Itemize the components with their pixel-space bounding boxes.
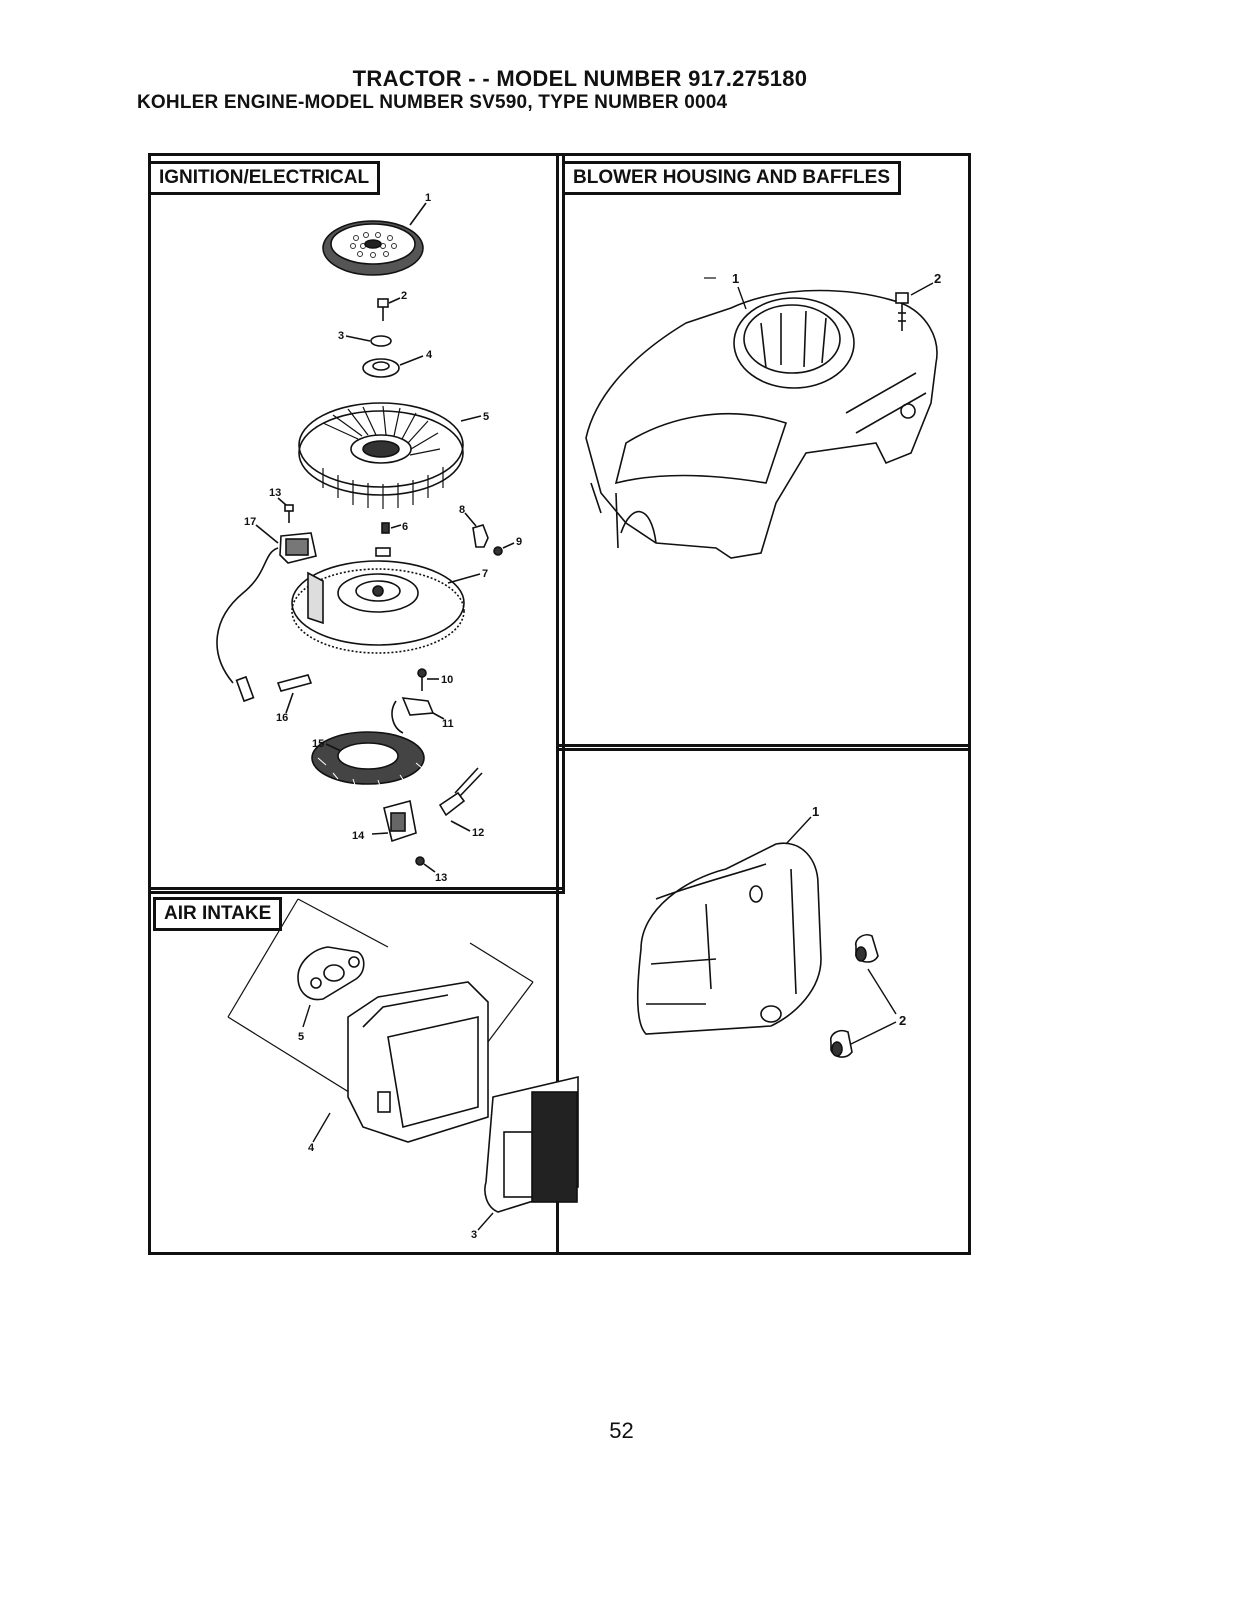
- air-filter-base-part: [348, 982, 488, 1142]
- callout-3: 3: [338, 330, 344, 342]
- air-intake-diagram: 5 4 3: [148, 887, 578, 1249]
- blower-callout-1: 1: [732, 271, 739, 286]
- callout-13b: 13: [435, 872, 447, 884]
- blower-housing-diagram: 1 2: [556, 153, 965, 745]
- document-subtitle: KOHLER ENGINE-MODEL NUMBER SV590, TYPE N…: [137, 92, 727, 114]
- stator-part: [312, 732, 424, 786]
- callout-16: 16: [276, 712, 288, 724]
- grass-screen-part: [323, 221, 423, 275]
- callout-12: 12: [472, 827, 484, 839]
- cover-callout-2: 2: [899, 1013, 906, 1028]
- spark-plug-part: [237, 675, 311, 713]
- callout-6: 6: [402, 521, 408, 533]
- callout-8: 8: [459, 504, 465, 516]
- valve-cover-diagram: 1 2: [556, 744, 965, 1249]
- intake-callout-4: 4: [308, 1142, 315, 1154]
- blower-callout-2: 2: [934, 271, 941, 286]
- cooling-fan-part: [299, 403, 463, 509]
- callout-10: 10: [441, 674, 453, 686]
- callout-17: 17: [244, 516, 256, 528]
- screw-part: [378, 299, 388, 321]
- callout-4: 4: [426, 349, 433, 361]
- callout-2: 2: [401, 290, 407, 302]
- flywheel-part: [292, 548, 464, 653]
- intake-callout-3: 3: [471, 1229, 477, 1241]
- callout-11: 11: [442, 718, 454, 730]
- rectifier-part: [384, 801, 416, 841]
- page-number: 52: [0, 1418, 1243, 1444]
- blower-housing-part: [586, 278, 937, 558]
- callout-1: 1: [425, 192, 431, 204]
- cover-part: [638, 843, 821, 1034]
- grommet-part: [831, 935, 878, 1057]
- ignition-diagram: 1 2 3 4 5 6 7 8 9 10 11 12 13 13 14 15 1…: [148, 153, 559, 888]
- callout-5: 5: [483, 411, 489, 423]
- intake-callout-5: 5: [298, 1031, 304, 1043]
- callout-7: 7: [482, 568, 488, 580]
- callout-13a: 13: [269, 487, 281, 499]
- document-title: TRACTOR - - MODEL NUMBER 917.275180: [0, 66, 1160, 92]
- callout-14: 14: [352, 830, 365, 842]
- callout-15: 15: [312, 738, 324, 750]
- ignition-module-part: [217, 533, 316, 683]
- cover-callout-1: 1: [812, 804, 819, 819]
- gasket-part: [298, 947, 364, 1000]
- wire-connector-part: [440, 768, 482, 815]
- air-filter-part: [485, 1077, 578, 1212]
- callout-9: 9: [516, 536, 522, 548]
